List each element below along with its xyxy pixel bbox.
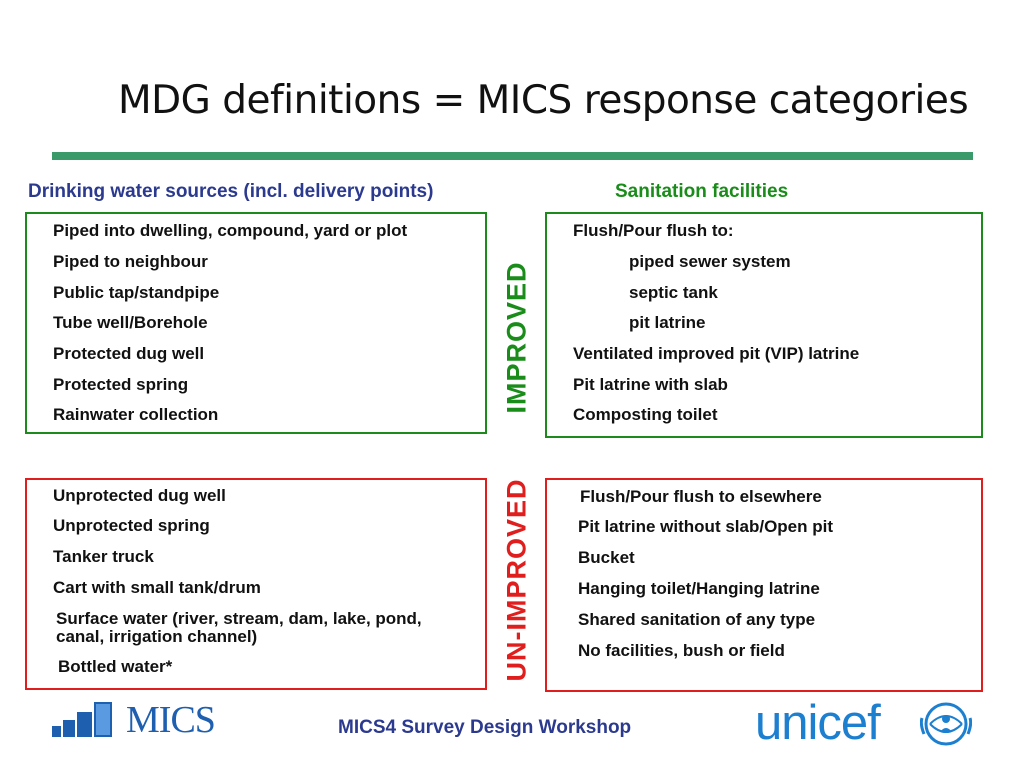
list-item: Unprotected dug well — [53, 486, 226, 505]
list-item: Bottled water* — [58, 657, 173, 676]
list-item: Rainwater collection — [53, 405, 219, 424]
list-item: Protected dug well — [53, 344, 205, 363]
list-item: Pit latrine without slab/Open pit — [578, 517, 834, 536]
unimproved-label: UN-IMPROVED — [501, 478, 532, 682]
list-item: septic tank — [629, 283, 718, 302]
list-item: Unprotected spring — [53, 516, 210, 535]
list-item: Flush/Pour flush to elsewhere — [580, 487, 822, 506]
list-item: Protected spring — [53, 375, 189, 394]
list-item: Piped to neighbour — [53, 252, 208, 271]
water-unimproved-box — [25, 478, 487, 690]
list-item: Ventilated improved pit (VIP) latrine — [573, 344, 860, 363]
list-item: pit latrine — [629, 313, 706, 332]
mics-logo-text: MICS — [126, 699, 216, 741]
improved-label: IMPROVED — [501, 261, 532, 414]
list-item: Pit latrine with slab — [573, 375, 728, 394]
list-item: Piped into dwelling, compound, yard or p… — [53, 221, 408, 240]
list-item: Cart with small tank/drum — [53, 578, 261, 597]
mics-logo-icon — [52, 702, 112, 737]
sanitation-unimproved-box — [545, 478, 983, 692]
unicef-emblem-icon — [920, 702, 972, 746]
list-item: Tube well/Borehole — [53, 313, 208, 332]
water-column-header: Drinking water sources (incl. delivery p… — [28, 181, 434, 202]
sanitation-improved-box — [545, 212, 983, 438]
sanitation-column-header: Sanitation facilities — [615, 181, 789, 202]
unicef-logo-text: unicef — [755, 696, 881, 750]
list-item: Public tap/standpipe — [53, 283, 220, 302]
list-item: Surface water (river, stream, dam, lake,… — [56, 609, 422, 628]
water-improved-box — [25, 212, 487, 434]
list-item: Composting toilet — [573, 405, 718, 424]
title-divider — [52, 152, 973, 160]
workshop-title: MICS4 Survey Design Workshop — [338, 717, 632, 738]
list-item: Shared sanitation of any type — [578, 610, 816, 629]
list-item: Bucket — [578, 548, 635, 567]
list-item: piped sewer system — [629, 252, 791, 271]
list-item: Flush/Pour flush to: — [573, 221, 734, 240]
list-item: No facilities, bush or field — [578, 641, 785, 660]
list-item: canal, irrigation channel) — [56, 627, 258, 646]
list-item: Tanker truck — [53, 547, 154, 566]
page-title: MDG definitions = MICS response categori… — [118, 78, 969, 123]
list-item: Hanging toilet/Hanging latrine — [578, 579, 820, 598]
